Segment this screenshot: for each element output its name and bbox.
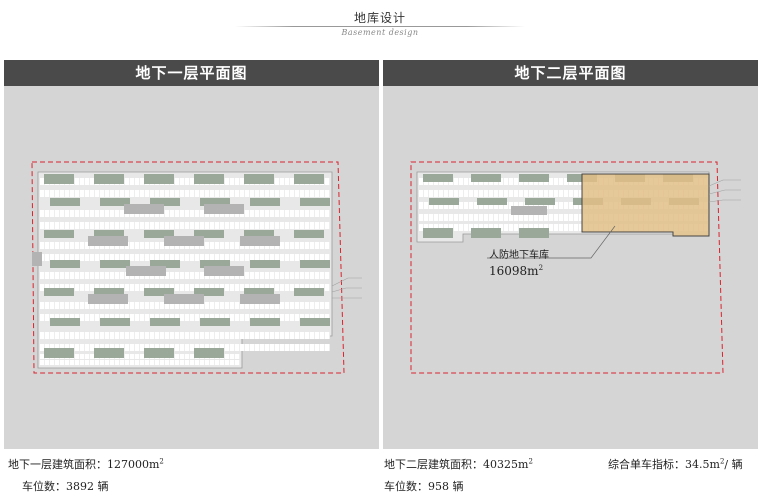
b1-site-boundary: [31, 161, 345, 374]
parking-row: [419, 202, 709, 209]
building-block: [94, 174, 124, 184]
parking-row: [40, 210, 330, 217]
title-divider: [235, 26, 525, 27]
building-block: [300, 260, 330, 268]
building-block: [471, 174, 501, 182]
building-block: [471, 228, 501, 238]
parking-row: [40, 360, 240, 365]
building-block: [150, 198, 180, 206]
building-block: [429, 198, 459, 205]
building-block: [250, 260, 280, 268]
building-block: [300, 198, 330, 206]
parking-row: [419, 224, 709, 231]
building-block: [94, 288, 124, 296]
b2-plan-drawing: [410, 161, 741, 374]
parking-row: [40, 222, 330, 229]
building-block: [94, 230, 124, 238]
b1-ramp-callouts: [331, 277, 362, 299]
building-block: [100, 260, 130, 268]
building-block: [423, 174, 453, 182]
building-block: [200, 198, 230, 206]
building-block: [144, 288, 174, 296]
parking-row: [40, 332, 330, 339]
parking-row: [40, 284, 330, 291]
building-block: [144, 230, 174, 238]
building-block: [100, 318, 130, 326]
b1-parking-rows: [40, 178, 330, 365]
parking-row: [419, 190, 709, 197]
b2-core-block: [511, 206, 547, 215]
b2-plan-panel: 地下二层平面图 人防地下车库 16098m2: [383, 60, 758, 449]
b1-plan-drawing: [31, 161, 362, 374]
parking-row: [40, 190, 330, 197]
b1-building-blocks: [44, 174, 330, 358]
building-block: [250, 318, 280, 326]
building-block: [44, 174, 74, 184]
building-block: [300, 318, 330, 326]
civil-defense-label: 人防地下车库: [489, 250, 549, 261]
building-block: [250, 198, 280, 206]
b1-area-caption: 地下一层建筑面积：127000m2: [8, 457, 164, 471]
building-block: [519, 174, 549, 182]
building-block: [144, 348, 174, 358]
b1-core-blocks: [32, 204, 280, 304]
building-block: [244, 174, 274, 184]
building-block: [50, 318, 80, 326]
building-block: [50, 198, 80, 206]
b2-site-boundary: [410, 161, 724, 374]
parking-row: [40, 178, 330, 185]
b1-plan-title: 地下一层平面图: [4, 60, 379, 86]
page-subtitle: Basement design: [341, 28, 419, 37]
civil-defense-area: 16098m2: [489, 264, 544, 278]
b2-civil-defense-zone: [581, 173, 710, 237]
building-block: [194, 174, 224, 184]
building-block: [150, 260, 180, 268]
building-block: [150, 318, 180, 326]
building-block: [44, 230, 74, 238]
building-block: [94, 348, 124, 358]
parking-row: [40, 302, 330, 309]
building-block: [200, 260, 230, 268]
building-block: [294, 230, 324, 238]
parking-row: [40, 354, 240, 359]
parking-row: [40, 254, 330, 261]
building-block: [200, 318, 230, 326]
b1-plan-map: [4, 86, 379, 449]
b2-plan-map: 人防地下车库 16098m2: [383, 86, 758, 449]
building-block: [423, 228, 453, 238]
b2-index-caption: 综合单车指标：34.5m2/ 辆: [608, 457, 743, 471]
building-block: [519, 228, 549, 238]
building-block: [144, 174, 174, 184]
building-block: [194, 230, 224, 238]
building-block: [525, 198, 555, 205]
building-block: [44, 348, 74, 358]
parking-row: [40, 314, 330, 321]
parking-row: [419, 178, 709, 185]
building-block: [294, 288, 324, 296]
building-block: [100, 198, 130, 206]
parking-row: [40, 344, 330, 351]
building-block: [44, 288, 74, 296]
building-block: [477, 198, 507, 205]
building-block: [244, 288, 274, 296]
b1-spaces-caption: 车位数：3892 辆: [22, 480, 109, 493]
b2-parking-rows: [419, 178, 709, 231]
b2-civil-defense-leader: [487, 225, 616, 259]
page-title: 地库设计: [353, 11, 406, 25]
b2-ramp-callouts: [708, 179, 741, 203]
b1-plan-panel: 地下一层平面图: [4, 60, 379, 449]
page-header: 地库设计 Basement design: [0, 0, 760, 50]
b2-area-caption: 地下二层建筑面积：40325m2: [384, 457, 533, 471]
building-block: [50, 260, 80, 268]
building-block: [294, 174, 324, 184]
b2-plan-title: 地下二层平面图: [383, 60, 758, 86]
building-block: [194, 288, 224, 296]
parking-row: [419, 214, 709, 221]
building-block: [244, 230, 274, 238]
parking-row: [40, 272, 330, 279]
b2-spaces-caption: 车位数：958 辆: [384, 480, 464, 493]
building-block: [194, 348, 224, 358]
